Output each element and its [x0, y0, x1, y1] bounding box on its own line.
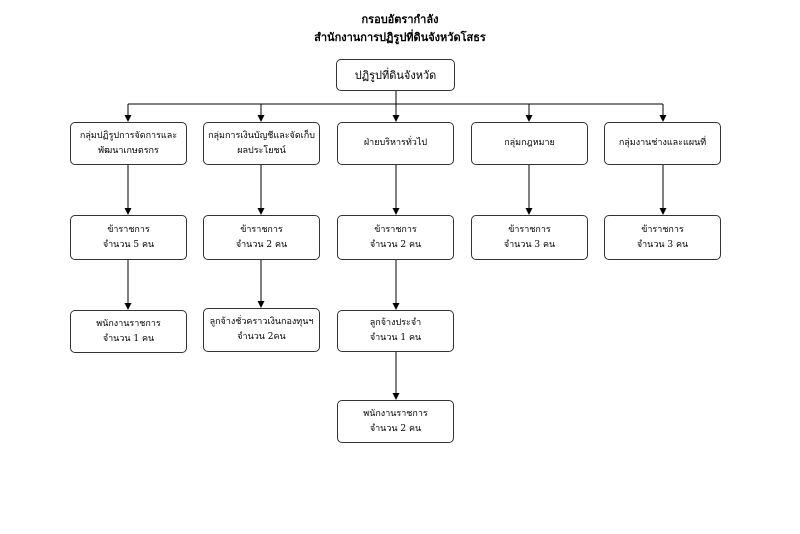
- position-label: พนักงานราชการ: [96, 318, 161, 329]
- position-label: ลูกจ้างชั่วคราวเงินกองทุนฯ: [209, 317, 314, 327]
- position-label: พนักงานราชการ: [363, 408, 428, 419]
- count-label: จำนวน 5 คน: [102, 239, 155, 250]
- civil-servant-box: ข้าราชการ จำนวน 2 คน: [337, 215, 454, 260]
- position-label: ข้าราชการ: [107, 224, 150, 235]
- group-box-farmer-development: กลุ่มปฏิรูปการจัดการและ พัฒนาเกษตรกร: [70, 122, 187, 165]
- group-label: ฝ่ายบริหารทั่วไป: [363, 138, 428, 148]
- civil-servant-box: ข้าราชการ จำนวน 3 คน: [471, 215, 588, 260]
- chart-title: กรอบอัตรากำลัง: [361, 13, 439, 26]
- group-box-general-admin: ฝ่ายบริหารทั่วไป: [337, 122, 454, 165]
- government-employee-box: พนักงานราชการ จำนวน 2 คน: [337, 400, 454, 443]
- group-label: กลุ่มกฎหมาย: [504, 138, 555, 148]
- group-box-finance: กลุ่มการเงินบัญชีและจัดเก็บ ผลประโยชน์: [203, 122, 320, 165]
- count-label: จำนวน 2 คน: [369, 239, 422, 250]
- position-label: ข้าราชการ: [240, 224, 283, 235]
- group-box-engineering-mapping: กลุ่มงานช่างและแผนที่: [604, 122, 721, 165]
- temporary-employee-box: ลูกจ้างชั่วคราวเงินกองทุนฯ จำนวน 2คน: [203, 308, 320, 352]
- group-label: ผลประโยชน์: [237, 145, 286, 156]
- count-label: จำนวน 2คน: [237, 332, 286, 342]
- count-label: จำนวน 2 คน: [235, 239, 288, 250]
- count-label: จำนวน 1 คน: [102, 333, 155, 344]
- count-label: จำนวน 1 คน: [369, 333, 422, 343]
- count-label: จำนวน 3 คน: [503, 239, 556, 250]
- position-label: ข้าราชการ: [641, 224, 684, 235]
- group-label: กลุ่มการเงินบัญชีและจัดเก็บ: [208, 130, 315, 141]
- group-label: กลุ่มงานช่างและแผนที่: [618, 138, 707, 148]
- chart-subtitle: สำนักงานการปฏิรูปที่ดินจังหวัดโสธร: [314, 31, 486, 44]
- root-box: ปฏิรูปที่ดินจังหวัด: [336, 59, 455, 91]
- position-label: ข้าราชการ: [508, 224, 551, 235]
- group-box-legal: กลุ่มกฎหมาย: [471, 122, 588, 165]
- civil-servant-box: ข้าราชการ จำนวน 2 คน: [203, 215, 320, 260]
- group-label: กลุ่มปฏิรูปการจัดการและ: [79, 130, 178, 141]
- civil-servant-box: ข้าราชการ จำนวน 3 คน: [604, 215, 721, 260]
- group-label: พัฒนาเกษตรกร: [98, 145, 159, 156]
- government-employee-box: พนักงานราชการ จำนวน 1 คน: [70, 310, 187, 353]
- position-label: ลูกจ้างประจำ: [369, 318, 422, 328]
- root-label: ปฏิรูปที่ดินจังหวัด: [354, 68, 437, 82]
- civil-servant-box: ข้าราชการ จำนวน 5 คน: [70, 215, 187, 260]
- count-label: จำนวน 2 คน: [369, 423, 422, 434]
- count-label: จำนวน 3 คน: [636, 239, 689, 250]
- permanent-employee-box: ลูกจ้างประจำ จำนวน 1 คน: [337, 310, 454, 352]
- position-label: ข้าราชการ: [374, 224, 417, 235]
